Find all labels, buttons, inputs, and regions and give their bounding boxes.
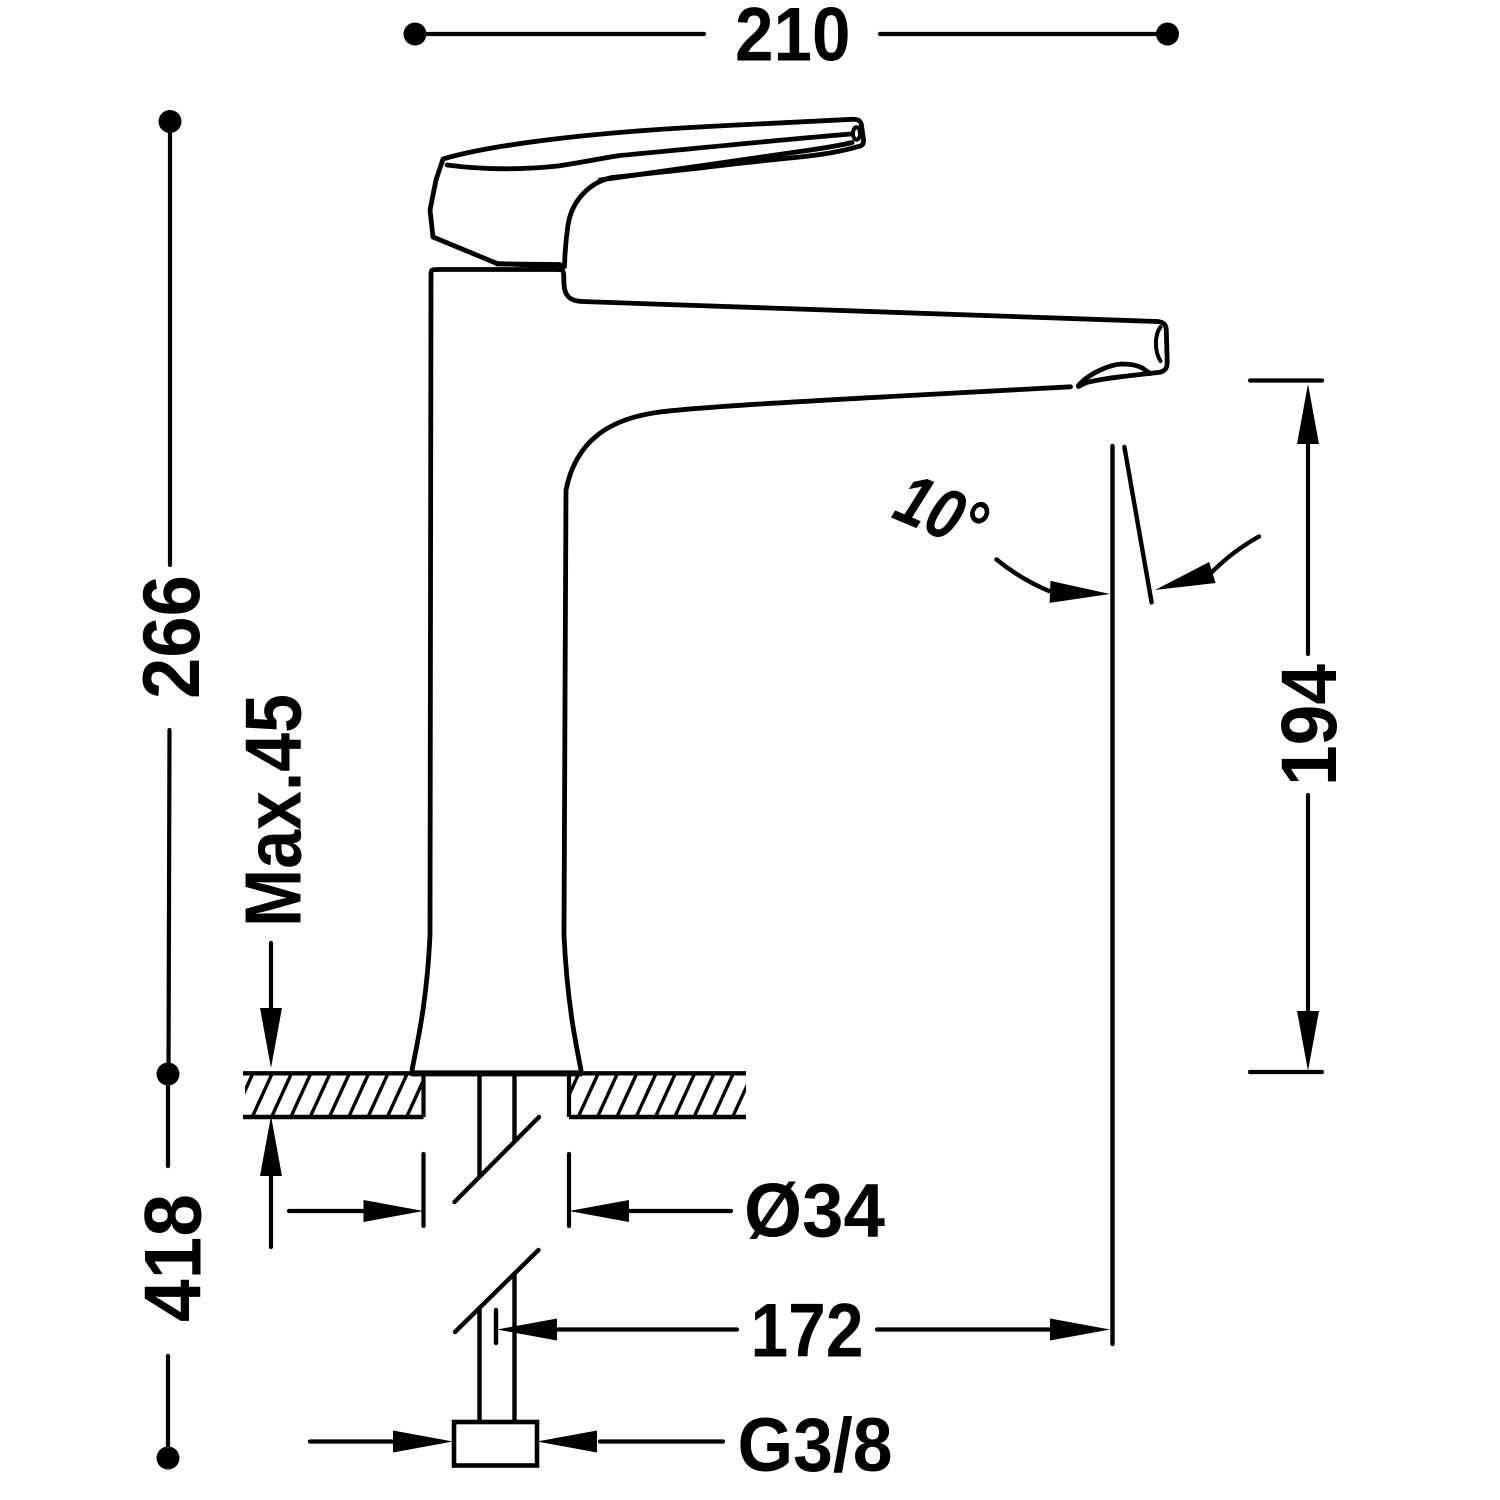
svg-text:G3/8: G3/8 (738, 1403, 893, 1488)
svg-text:194: 194 (1264, 664, 1353, 786)
svg-text:Max.45: Max.45 (229, 694, 318, 927)
svg-text:266: 266 (127, 575, 217, 699)
svg-text:210: 210 (735, 0, 851, 78)
svg-text:418: 418 (129, 1194, 219, 1322)
svg-text:Ø34: Ø34 (744, 1169, 885, 1254)
svg-text:172: 172 (751, 1288, 864, 1373)
